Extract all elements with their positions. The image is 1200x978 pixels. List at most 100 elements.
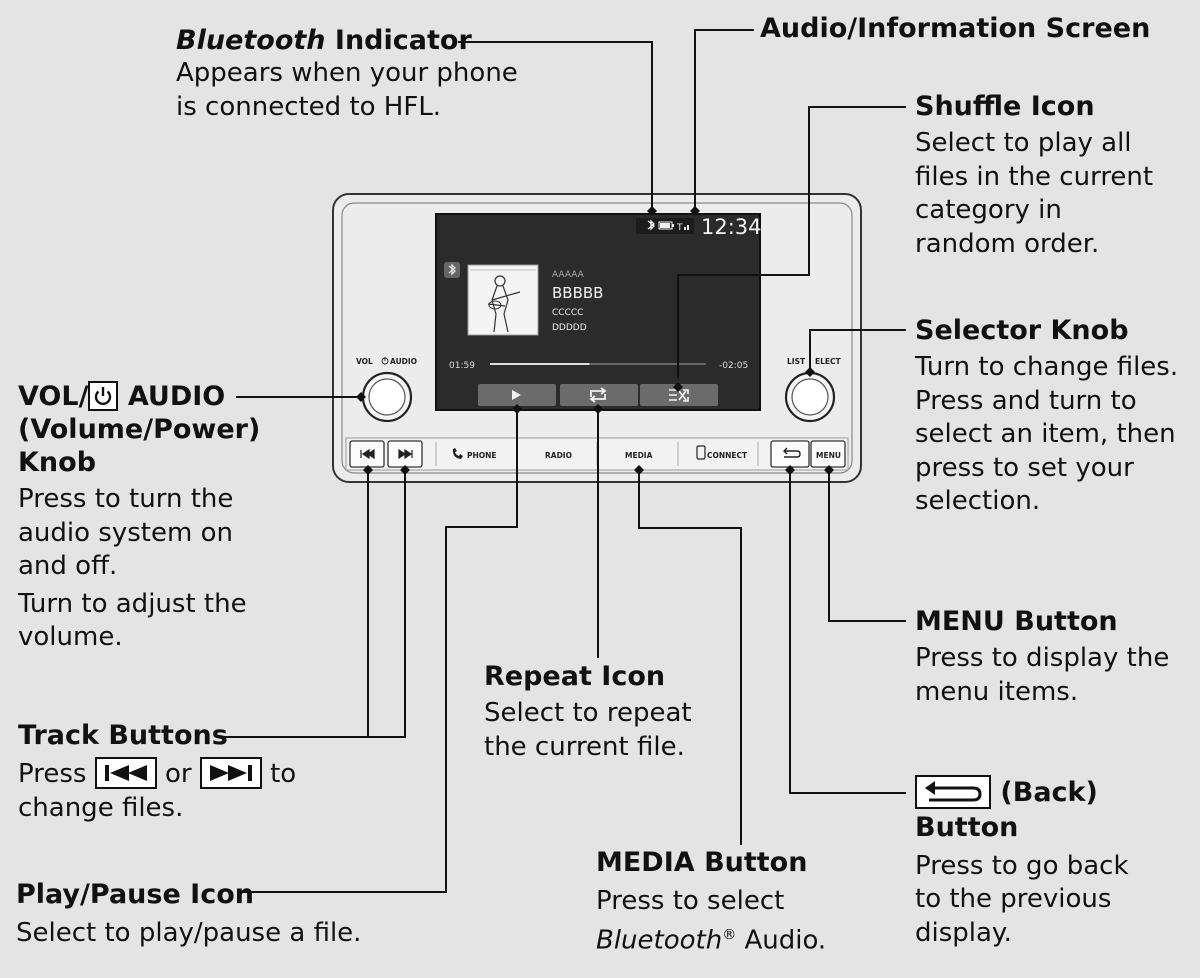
desc-line: Bluetooth® Audio. xyxy=(596,919,826,958)
signal-icon: T xyxy=(676,223,689,233)
desc-line: random order. xyxy=(915,228,1100,259)
callout-menu-button: MENU Button Press to display the menu it… xyxy=(915,605,1169,709)
callout-media-button: MEDIA Button Press to select Bluetooth® … xyxy=(596,846,826,958)
callout-back-button: (Back) Button Press to go back to the pr… xyxy=(915,774,1129,951)
callout-description: Appears when your phone is connected to … xyxy=(176,57,518,124)
back-icon xyxy=(915,774,991,809)
callout-audio-information-screen: Audio/Information Screen xyxy=(760,12,1150,45)
callout-track-buttons: Track Buttons Press or to change files. xyxy=(18,719,296,825)
audio-label: AUDIO xyxy=(390,357,417,366)
callout-description: Press or to change files. xyxy=(18,756,296,825)
desc-line: Select to repeat xyxy=(484,698,692,728)
power-icon xyxy=(88,380,119,411)
svg-text:T: T xyxy=(676,223,683,233)
album-art xyxy=(467,264,539,336)
desc-line: and off. xyxy=(18,551,118,581)
desc-line: is connected to HFL. xyxy=(176,91,442,122)
desc-line: display. xyxy=(915,917,1012,948)
callout-description: Press to select Bluetooth® Audio. xyxy=(596,885,826,958)
repeat-icon[interactable] xyxy=(560,384,638,406)
track-forward-icon xyxy=(199,756,262,789)
callout-title-line: (Volume/Power) xyxy=(18,414,261,445)
vol-label: VOL xyxy=(356,357,373,366)
power-small-icon xyxy=(381,357,389,365)
vol-word: VOL/ xyxy=(18,381,89,412)
callout-description: Turn to change files. Press and turn to … xyxy=(915,351,1178,519)
desc-line: audio system on xyxy=(18,517,233,548)
desc-line: Appears when your phone xyxy=(176,58,518,88)
desc-line: Select to play all xyxy=(915,128,1132,158)
callout-title: (Back) xyxy=(915,774,1129,811)
clock-time: 12:34 xyxy=(701,215,762,239)
desc-line: volume. xyxy=(18,622,123,652)
callout-repeat-icon: Repeat Icon Select to repeat the current… xyxy=(484,660,692,764)
callout-title: MEDIA Button xyxy=(596,847,808,878)
callout-title: Bluetooth Indicator xyxy=(176,24,518,57)
callout-description-2: Turn to adjust the volume. xyxy=(18,588,260,655)
callout-play-pause-icon: Play/Pause Icon Select to play/pause a f… xyxy=(16,878,361,951)
selector-knob[interactable] xyxy=(784,371,836,423)
desc-line: Press or to xyxy=(18,756,296,792)
audio-word: Audio. xyxy=(736,925,827,956)
phone-button-label: PHONE xyxy=(467,451,497,460)
desc-line: Press to select xyxy=(596,886,785,916)
track-line-1: AAAAA xyxy=(552,270,585,280)
callout-title: VOL/ AUDIO xyxy=(18,380,260,413)
vol-audio-knob[interactable] xyxy=(361,371,413,423)
menu-button-label: MENU xyxy=(816,451,841,460)
desc-line: Turn to change files. xyxy=(915,352,1179,382)
select-label: ELECT xyxy=(815,357,842,366)
bluetooth-word: Bluetooth xyxy=(596,925,723,956)
press-word: Press xyxy=(18,759,95,789)
list-label: LIST xyxy=(787,357,806,366)
callout-title: MENU Button xyxy=(915,606,1118,637)
elapsed-time: 01:59 xyxy=(449,361,475,371)
callout-title: Selector Knob xyxy=(915,315,1129,346)
audio-word: AUDIO xyxy=(118,381,226,412)
desc-line: selection. xyxy=(915,486,1041,516)
desc-line: Press and turn to xyxy=(915,385,1137,416)
desc-line: menu items. xyxy=(915,676,1079,707)
callout-title: Track Buttons xyxy=(18,720,228,751)
track-line-4: DDDDD xyxy=(552,323,587,333)
back-button[interactable] xyxy=(770,440,810,468)
connect-button[interactable]: CONNECT xyxy=(696,445,748,460)
track-back-button[interactable] xyxy=(349,440,385,468)
callout-description: Select to repeat the current file. xyxy=(484,697,692,764)
callout-title: Play/Pause Icon xyxy=(16,879,255,910)
track-line-3: CCCCC xyxy=(552,308,583,318)
desc-line: press to set your xyxy=(915,452,1134,483)
or-word: or xyxy=(156,759,200,789)
callout-title: Repeat Icon xyxy=(484,661,666,692)
desc-line: Press to display the xyxy=(915,643,1170,673)
callout-vol-audio-knob: VOL/ AUDIO (Volume/Power) Knob Press to … xyxy=(18,380,260,655)
desc-line: the current file. xyxy=(484,731,685,762)
desc-line: files in the current xyxy=(915,161,1154,192)
indicator-word: Indicator xyxy=(325,25,472,56)
play-pause-icon[interactable] xyxy=(478,384,556,406)
desc-line: category in xyxy=(915,195,1062,225)
callout-bluetooth-indicator: Bluetooth Indicator Appears when your ph… xyxy=(176,24,518,124)
callout-description: Select to play all files in the current … xyxy=(915,127,1153,261)
desc-line: Select to play/pause a file. xyxy=(16,918,362,948)
bluetooth-indicator-icon xyxy=(647,219,655,231)
bluetooth-source-icon xyxy=(444,262,460,278)
phone-button[interactable]: PHONE xyxy=(452,448,497,460)
radio-button[interactable]: RADIO xyxy=(545,451,572,460)
callout-title: Audio/Information Screen xyxy=(760,13,1151,44)
callout-description: Select to play/pause a file. xyxy=(16,917,361,951)
media-button[interactable]: MEDIA xyxy=(625,451,653,460)
registered-mark: ® xyxy=(722,926,737,943)
menu-button[interactable]: MENU xyxy=(810,440,846,468)
track-title: BBBBB xyxy=(552,284,603,302)
callout-title-line: Button xyxy=(915,811,1019,843)
connect-button-label: CONNECT xyxy=(707,451,748,460)
leader-lines xyxy=(220,29,906,893)
track-forward-button[interactable] xyxy=(387,440,423,468)
back-word: (Back) xyxy=(991,777,1098,808)
callout-description: Press to go back to the previous display… xyxy=(915,850,1129,951)
desc-line: to the previous xyxy=(915,884,1112,914)
desc-line: select an item, then xyxy=(915,419,1176,449)
battery-icon xyxy=(658,221,674,230)
shuffle-icon[interactable] xyxy=(640,384,718,406)
